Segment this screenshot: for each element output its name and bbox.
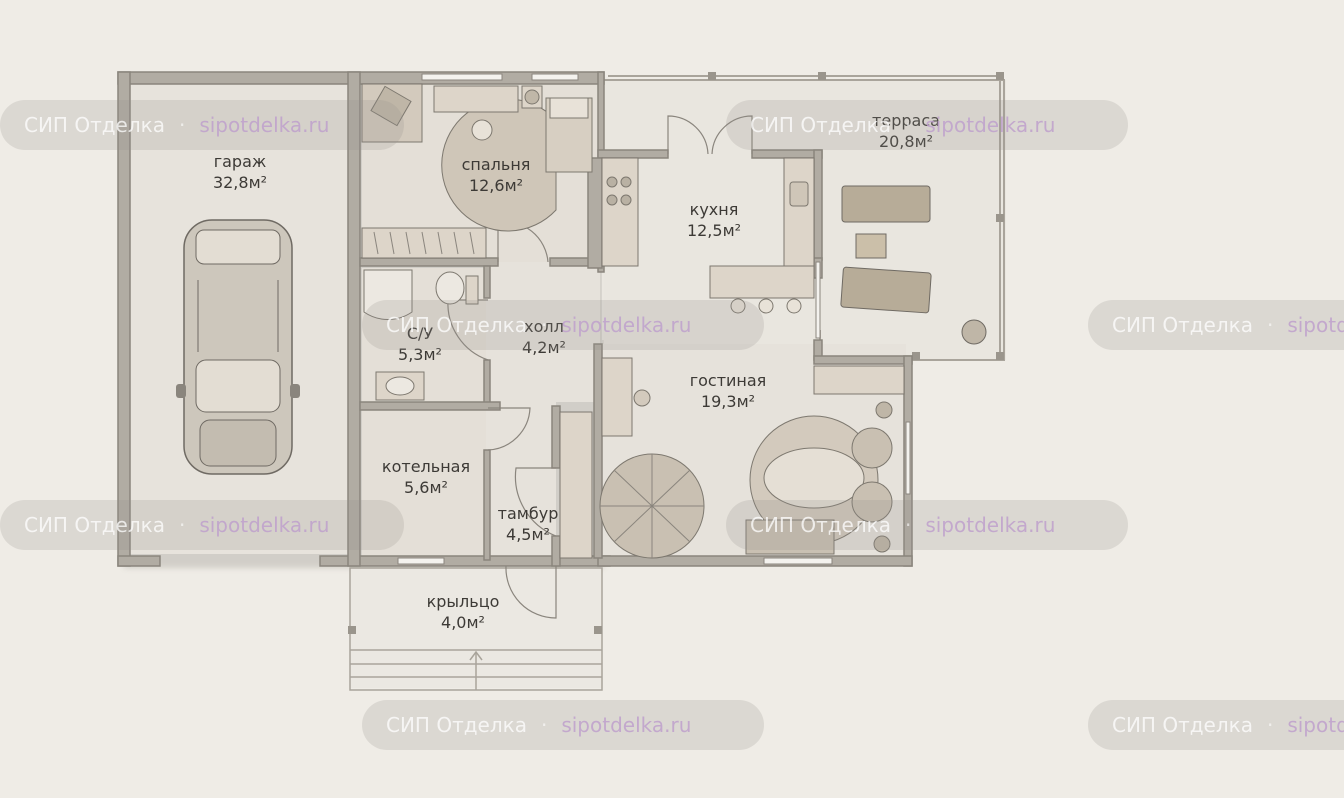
room-area: 19,3м² xyxy=(700,392,756,411)
room-name: холл xyxy=(524,317,564,336)
room-area: 32,8м² xyxy=(212,173,268,192)
bedroom-furniture xyxy=(361,83,593,259)
room-name: котельная xyxy=(381,457,471,476)
room-name: спальня xyxy=(461,155,531,174)
watermark: СИП Отделка · sipotdelka.ru xyxy=(1088,700,1344,750)
room-area: 4,0м² xyxy=(441,613,485,632)
watermark-name: СИП Отделка xyxy=(1112,313,1253,337)
room-area: 12,6м² xyxy=(468,176,524,195)
room-label-bathroom: С/У 5,3м² xyxy=(398,323,442,365)
watermark-url: sipotdelka.ru xyxy=(561,313,692,337)
terrace-posts xyxy=(708,72,1004,360)
room-area: 4,2м² xyxy=(522,338,566,357)
room-area: 5,3м² xyxy=(398,345,442,364)
room-area: 5,6м² xyxy=(404,478,448,497)
room-label-porch: крыльцо 4,0м² xyxy=(427,591,500,633)
watermark-url: sipotdelka.ru xyxy=(925,513,1056,537)
watermark-separator: · xyxy=(178,113,186,137)
room-name: С/У xyxy=(406,324,434,343)
porch-posts xyxy=(348,626,602,634)
boiler-floor xyxy=(362,410,486,558)
room-name: кухня xyxy=(689,200,739,219)
watermark: СИП Отделка · sipotdelka.ru xyxy=(726,500,1128,550)
hall-floor xyxy=(486,262,600,402)
watermark-name: СИП Отделка xyxy=(750,113,891,137)
watermark-url: sipotdelka.ru xyxy=(1287,313,1344,337)
watermark: СИП Отделка · sipotdelka.ru xyxy=(362,700,764,750)
watermark-separator: · xyxy=(540,313,548,337)
watermark-name: СИП Отделка xyxy=(386,713,527,737)
watermark-url: sipotdelka.ru xyxy=(1287,713,1344,737)
watermark-name: СИП Отделка xyxy=(1112,713,1253,737)
room-label-kitchen: кухня 12,5м² xyxy=(687,199,741,241)
room-label-living: гостиная 19,3м² xyxy=(690,370,767,412)
watermark-name: СИП Отделка xyxy=(24,513,165,537)
room-label-boiler: котельная 5,6м² xyxy=(382,456,470,498)
watermark-separator: · xyxy=(904,113,912,137)
watermark-url: sipotdelka.ru xyxy=(925,113,1056,137)
watermark-name: СИП Отделка xyxy=(386,313,527,337)
watermark: СИП Отделка · sipotdelka.ru xyxy=(0,500,404,550)
watermark-url: sipotdelka.ru xyxy=(561,713,692,737)
kitchen-furniture xyxy=(601,157,815,314)
watermark: СИП Отделка · sipotdelka.ru xyxy=(1088,300,1344,350)
watermark-name: СИП Отделка xyxy=(24,113,165,137)
windows xyxy=(397,73,911,565)
room-name: крыльцо xyxy=(426,592,500,611)
room-area: 12,5м² xyxy=(686,221,742,240)
watermark-url: sipotdelka.ru xyxy=(199,513,330,537)
room-area: 4,5м² xyxy=(506,525,550,544)
watermark-separator: · xyxy=(178,513,186,537)
room-area: 20,8м² xyxy=(878,132,934,151)
terrace-furniture xyxy=(840,185,987,345)
room-label-hall: холл 4,2м² xyxy=(522,316,566,358)
watermark: СИП Отделка · sipotdelka.ru xyxy=(362,300,764,350)
room-name: тамбур xyxy=(497,504,559,523)
room-label-garage: гараж 32,8м² xyxy=(213,151,267,193)
watermark-url: sipotdelka.ru xyxy=(199,113,330,137)
watermark-separator: · xyxy=(540,713,548,737)
watermark-separator: · xyxy=(1266,713,1274,737)
watermark: СИП Отделка · sipotdelka.ru xyxy=(726,100,1128,150)
car-icon xyxy=(176,219,300,475)
bathroom-fixtures xyxy=(363,269,479,401)
living-furniture xyxy=(559,357,905,559)
room-name: терраса xyxy=(872,111,940,130)
watermark: СИП Отделка · sipotdelka.ru xyxy=(0,100,404,150)
room-name: гараж xyxy=(213,152,267,171)
room-label-bedroom: спальня 12,6м² xyxy=(462,154,531,196)
watermark-name: СИП Отделка xyxy=(750,513,891,537)
watermark-separator: · xyxy=(1266,313,1274,337)
room-label-vestibule: тамбур 4,5м² xyxy=(498,503,559,545)
watermark-separator: · xyxy=(904,513,912,537)
room-label-terrace: терраса 20,8м² xyxy=(872,110,940,152)
vestibule-floor xyxy=(486,402,556,560)
room-name: гостиная xyxy=(689,371,767,390)
